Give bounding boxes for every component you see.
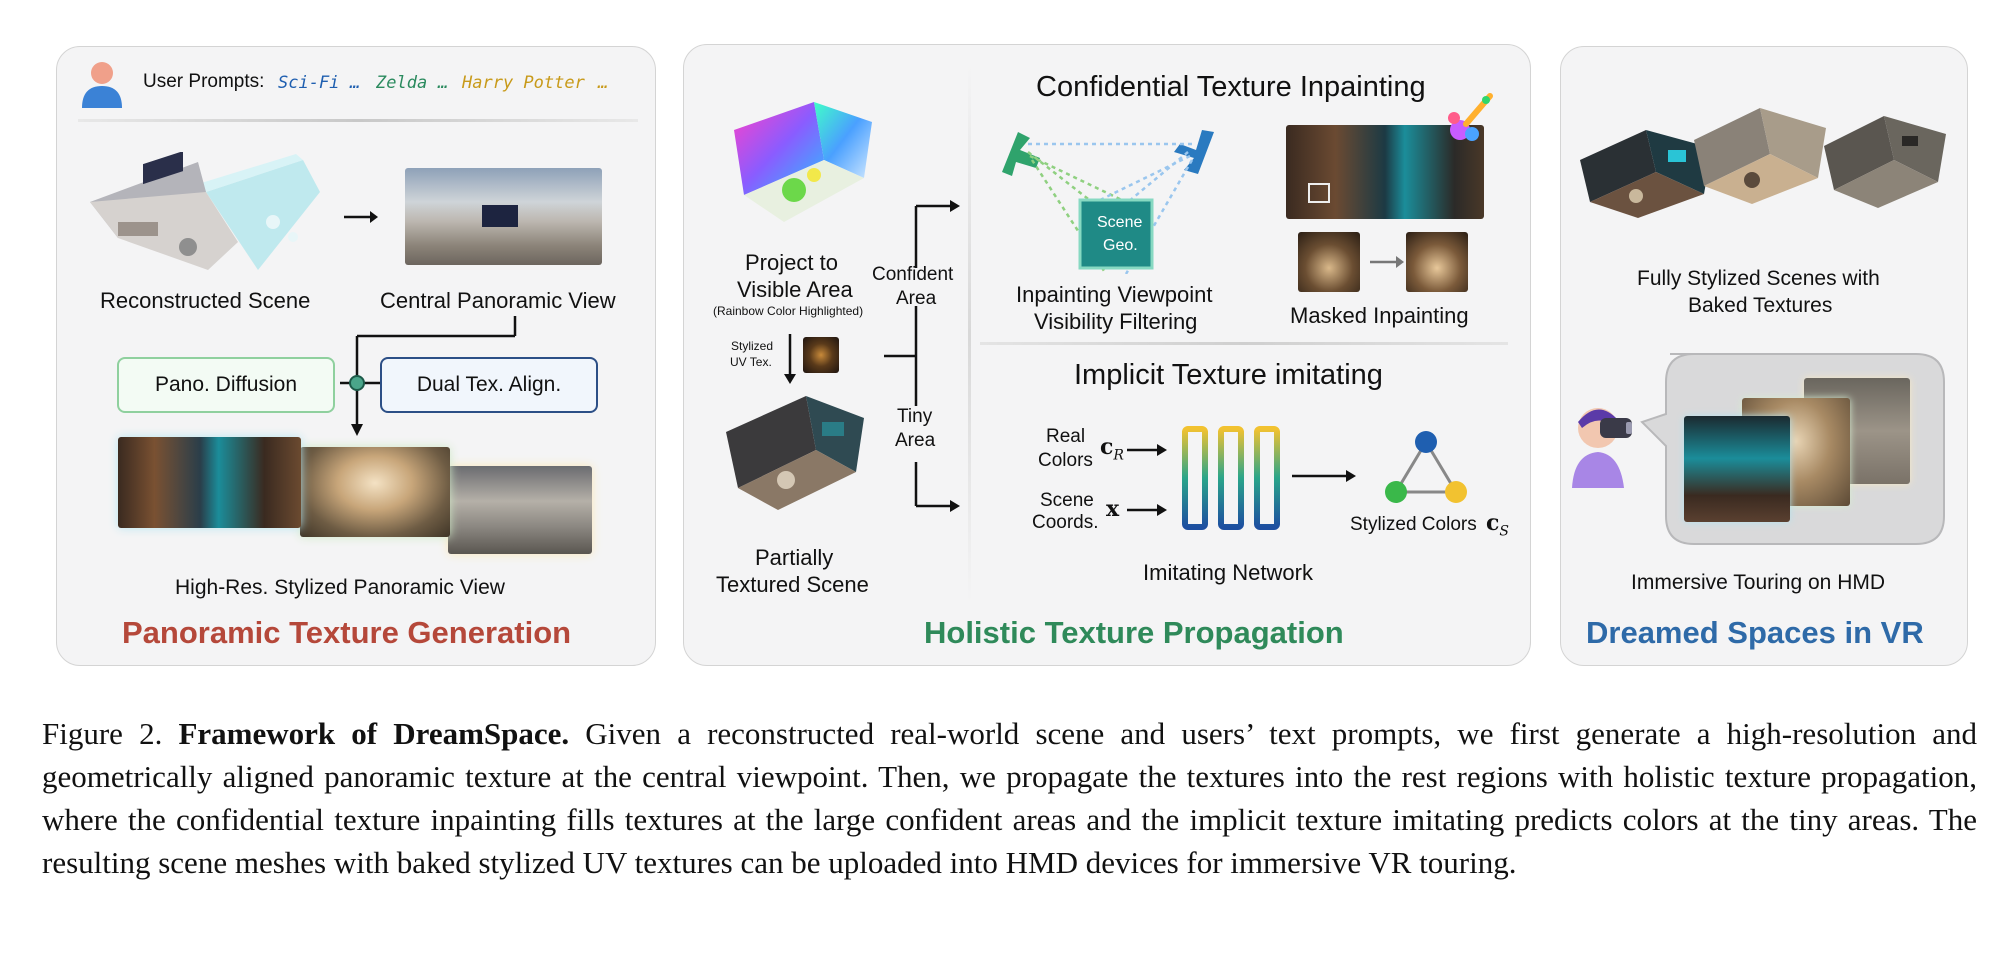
project-label-line1: Project to — [745, 250, 838, 275]
fully-stylized-line2: Baked Textures — [1688, 294, 1833, 317]
tiny-area-line2: Area — [895, 430, 936, 451]
real-colors-line1: Real — [1046, 426, 1086, 447]
stylized-uv-line2: UV Tex. — [730, 355, 772, 369]
partial-label-line2: Textured Scene — [716, 572, 869, 597]
masked-inpainting-label: Masked Inpainting — [1290, 303, 1469, 328]
scene-coords-line2: Coords. — [1032, 512, 1099, 533]
middle-vertical-divider — [968, 64, 971, 604]
arrow-right-icon — [344, 211, 378, 223]
partially-textured-scene-image — [726, 396, 864, 510]
real-colors-line2: Colors — [1038, 450, 1093, 471]
fully-stylized-line1: Fully Stylized Scenes with — [1637, 267, 1880, 290]
confident-area-line2: Area — [896, 288, 937, 309]
masked-input-image — [1298, 232, 1360, 292]
stylized-scene-2-image — [1694, 108, 1826, 204]
viewpoint-visibility-diagram — [1002, 130, 1214, 274]
input-arrows — [1127, 444, 1167, 516]
viewpoint-label-line2: Visibility Filtering — [1034, 309, 1198, 334]
prompt-zelda: Zelda — [376, 73, 428, 93]
central-panorama-label: Central Panoramic View — [380, 288, 616, 313]
prompt-ellipsis-3: … — [598, 73, 609, 93]
caption-label: Figure 2. — [42, 716, 163, 751]
project-label-line2: Visible Area — [737, 277, 853, 302]
x-symbol: x — [1106, 496, 1120, 522]
camera-right-icon — [1174, 130, 1214, 174]
inpainted-output-image — [1406, 232, 1468, 292]
reconstructed-scene-image — [90, 152, 320, 270]
rainbow-projection-image — [734, 102, 872, 222]
c-r-subscript: R — [1113, 447, 1124, 464]
c-r-letter: c — [1100, 434, 1114, 460]
hmd-view-1-image — [1684, 416, 1790, 522]
tiny-area-line1: Tiny — [897, 406, 933, 427]
prompt-divider — [78, 119, 638, 122]
viewpoint-label-line1: Inpainting Viewpoint — [1016, 282, 1213, 307]
user-icon — [82, 62, 122, 108]
stylized-panorama-3 — [448, 466, 592, 554]
caption-bold: Framework of DreamSpace. — [178, 716, 570, 751]
scene-geo-line1: Scene — [1097, 214, 1143, 231]
merge-node-icon — [349, 375, 365, 391]
partial-label-line1: Partially — [755, 545, 834, 570]
c-s-letter: c — [1486, 510, 1500, 536]
arrow-down-icon — [784, 334, 796, 384]
reconstructed-scene-label: Reconstructed Scene — [100, 288, 311, 313]
dreamed-spaces-title: Dreamed Spaces in VR — [1586, 615, 1924, 650]
inpainting-title: Confidential Texture Inpainting — [1036, 71, 1426, 103]
paint-brush-icon — [1448, 93, 1493, 141]
confident-area-line1: Confident — [872, 264, 954, 285]
immersive-touring-label: Immersive Touring on HMD — [1631, 571, 1886, 594]
middle-horizontal-divider — [980, 342, 1508, 345]
uv-texture-thumbnail — [803, 337, 839, 373]
dual-tex-align-box: Dual Tex. Align. — [380, 357, 598, 413]
prompt-harry-potter: Harry Potter — [462, 73, 585, 93]
stylized-uv-line1: Stylized — [731, 339, 774, 353]
panorama-tv — [482, 205, 518, 227]
scene-coords-line1: Scene — [1040, 490, 1094, 511]
stylized-colors-label: Stylized Colors — [1350, 514, 1477, 535]
panoramic-texture-title: Panoramic Texture Generation — [122, 615, 572, 650]
figure-caption: Figure 2. Framework of DreamSpace. Given… — [42, 712, 1977, 884]
arrow-gray-icon — [1370, 256, 1404, 268]
stylized-scene-3-image — [1824, 116, 1946, 208]
c-s-subscript: S — [1499, 523, 1509, 540]
holistic-propagation-title: Holistic Texture Propagation — [924, 615, 1344, 650]
inpainting-panorama-image — [1286, 125, 1484, 219]
prompt-scifi: Sci-Fi — [278, 73, 340, 93]
output-arrow-icon — [1292, 470, 1356, 482]
scene-geo-line2: Geo. — [1103, 237, 1138, 254]
c-r-symbol: cR — [1100, 434, 1124, 464]
pano-diffusion-box: Pano. Diffusion — [117, 357, 335, 413]
imitating-network-icon — [1182, 426, 1280, 530]
caption-text: Given a reconstructed real-world scene a… — [42, 716, 1977, 880]
camera-left-icon — [1002, 132, 1040, 176]
color-triangle-icon — [1385, 431, 1467, 503]
imitating-network-label: Imitating Network — [1143, 560, 1313, 585]
prompt-ellipsis-1: … — [350, 73, 361, 93]
stylized-panorama-1 — [118, 437, 301, 528]
prompt-ellipsis-2: … — [438, 73, 449, 93]
rainbow-note: (Rainbow Color Highlighted) — [713, 304, 864, 318]
stylized-panorama-2 — [300, 447, 450, 537]
imitating-title: Implicit Texture imitating — [1074, 359, 1383, 391]
branch-arrows — [884, 200, 960, 512]
high-res-panorama-label: High-Res. Stylized Panoramic View — [175, 576, 505, 599]
c-s-symbol: cS — [1486, 510, 1509, 540]
vr-headset-user-icon — [1572, 408, 1632, 488]
prompt-label: User Prompts: — [143, 71, 265, 92]
masked-region-box — [1308, 183, 1330, 203]
